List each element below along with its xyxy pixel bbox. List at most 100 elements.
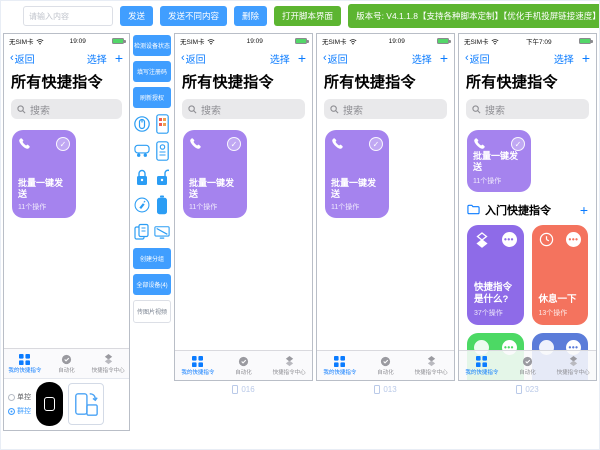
back-button[interactable]: ‹返回 [465, 52, 490, 66]
lock-icon[interactable] [134, 167, 150, 189]
select-button[interactable]: 选择 [269, 54, 290, 66]
carrier-label: 无SIM卡 [464, 39, 489, 46]
navbar: ‹返回 选择 + [175, 47, 312, 68]
page-title: 所有快捷指令 [324, 74, 416, 91]
phone-screen-4: 无SIM卡 下午7:09 ‹返回 选择 + 所有快捷指令 搜索 [458, 33, 597, 381]
mouse-icon[interactable] [134, 113, 150, 135]
statusbar: 无SIM卡 19:09 [175, 34, 312, 47]
gallery-icon [104, 353, 112, 364]
tab-automation[interactable]: 自动化 [46, 349, 88, 378]
app-screen-icon[interactable] [154, 113, 170, 135]
statusbar: 无SIM卡 19:09 [4, 34, 129, 47]
phone-screen-master: 无SIM卡 19:09 ‹返回 选择 + 所有快捷指令 搜索 [3, 33, 130, 431]
starter-card-what-is[interactable]: ••• 快捷指令是什么? 37个操作 [467, 224, 524, 325]
more-options-icon[interactable]: ••• [501, 231, 517, 247]
tab-automation[interactable]: 自动化 [221, 351, 267, 380]
single-control-radio[interactable]: 单控 [8, 392, 31, 402]
back-button[interactable]: ‹返回 [181, 52, 206, 66]
clean-icon[interactable] [134, 194, 150, 216]
search-input[interactable]: 搜索 [11, 99, 122, 119]
select-button[interactable]: 选择 [86, 54, 107, 66]
more-options-icon[interactable]: ••• [566, 231, 581, 247]
phone-screen-2: 无SIM卡 19:09 ‹返回 选择 + 所有快捷指令 搜索 [174, 33, 313, 381]
battery-icon[interactable] [154, 194, 170, 216]
all-devices-button[interactable]: 全部设备(4) [133, 274, 171, 295]
tab-gallery[interactable]: 快捷指令中心 [266, 351, 312, 380]
automation-icon [522, 356, 533, 366]
group-control-radio[interactable]: 群控 [8, 406, 31, 416]
add-shortcut-button[interactable]: + [581, 50, 590, 66]
back-button[interactable]: ‹返回 [10, 52, 35, 66]
check-circle-icon: ✓ [56, 137, 70, 151]
automation-icon [238, 356, 249, 366]
rotate-screen-button[interactable] [68, 383, 104, 425]
delete-button[interactable]: 删除 [234, 5, 268, 27]
check-device-status-button[interactable]: 检测设备状态 [133, 35, 171, 56]
device-id-label: 013 [374, 385, 397, 394]
select-button[interactable]: 选择 [411, 54, 432, 66]
shortcuts-logo-icon [476, 231, 488, 248]
open-script-button[interactable]: 打开脚本界面 [274, 5, 342, 27]
shortcut-card[interactable]: ✓ 批量一键发送 11个操作 [183, 130, 247, 218]
add-shortcut-button[interactable]: + [297, 50, 306, 66]
tab-my-shortcuts[interactable]: 我的快捷指令 [175, 351, 221, 380]
home-button[interactable] [36, 382, 63, 426]
navbar: ‹返回 选择 + [459, 47, 596, 68]
automation-icon [380, 356, 391, 366]
radio-selected-icon [8, 407, 15, 415]
send-button[interactable]: 发送 [120, 5, 154, 27]
wifi-icon [207, 38, 215, 44]
search-input[interactable]: 搜索 [324, 99, 447, 119]
shortcut-card[interactable]: ✓ 批量一键发送 11个操作 [467, 130, 531, 192]
fill-register-code-button[interactable]: 填写注册码 [133, 61, 171, 82]
back-button[interactable]: ‹返回 [323, 52, 348, 66]
add-starter-button[interactable]: + [579, 201, 588, 218]
tab-my-shortcuts[interactable]: 我的快捷指令 [317, 351, 363, 380]
phone-3-wrapper: 无SIM卡 19:09 ‹返回 选择 + 所有快捷指令 搜索 [316, 33, 455, 394]
content-input[interactable] [23, 6, 113, 26]
grid-icon [476, 355, 488, 367]
add-shortcut-button[interactable]: + [114, 50, 123, 66]
create-group-button[interactable]: 创建分组 [133, 248, 171, 269]
version-badge: 版本号: V4.1.1.8【支持各种脚本定制】【优化手机投屏链接速度】 [348, 4, 599, 28]
grid-icon [19, 353, 31, 365]
tab-automation[interactable]: 自动化 [505, 351, 551, 380]
home-square-icon [44, 397, 55, 411]
shortcut-card-title: 批量一键发送 [473, 151, 519, 173]
unlock-icon[interactable] [154, 167, 170, 189]
shortcut-card[interactable]: ✓ 批量一键发送 11个操作 [12, 130, 76, 218]
tab-gallery[interactable]: 快捷指令中心 [87, 349, 129, 378]
copy-icon[interactable] [134, 221, 150, 243]
top-toolbar: 发送 发送不同内容 删除 打开脚本界面 版本号: V4.1.1.8【支持各种脚本… [1, 1, 599, 31]
refresh-auth-button[interactable]: 刷新授权 [133, 87, 171, 108]
send-media-button[interactable]: 传图片视频 [133, 300, 171, 323]
phone-remote-icon[interactable] [154, 140, 170, 162]
search-input[interactable]: 搜索 [466, 99, 589, 119]
search-input[interactable]: 搜索 [182, 99, 305, 119]
tab-my-shortcuts[interactable]: 我的快捷指令 [459, 351, 505, 380]
send-different-button[interactable]: 发送不同内容 [160, 5, 228, 27]
tab-my-shortcuts[interactable]: 我的快捷指令 [4, 349, 46, 378]
phone-call-icon [474, 138, 485, 149]
clock-label: 19:09 [388, 37, 405, 45]
starter-card-title: 休息一下 [538, 293, 577, 305]
tab-gallery[interactable]: 快捷指令中心 [550, 351, 596, 380]
headset-icon[interactable] [134, 140, 150, 162]
screen-off-icon[interactable] [154, 221, 170, 243]
tabbar: 我的快捷指令 自动化 快捷指令中心 [175, 350, 312, 380]
add-shortcut-button[interactable]: + [439, 50, 448, 66]
tab-automation[interactable]: 自动化 [363, 351, 409, 380]
tabbar: 我的快捷指令 自动化 快捷指令中心 [317, 350, 454, 380]
shortcut-card[interactable]: ✓ 批量一键发送 11个操作 [325, 130, 389, 218]
device-control-sidebar: 检测设备状态 填写注册码 刷新授权 创建分组 [133, 33, 171, 323]
starter-card-take-break[interactable]: ••• 休息一下 13个操作 [531, 224, 588, 325]
page-title: 所有快捷指令 [11, 74, 103, 91]
tab-gallery[interactable]: 快捷指令中心 [408, 351, 454, 380]
statusbar: 无SIM卡 19:09 [317, 34, 454, 47]
phone-2-wrapper: 无SIM卡 19:09 ‹返回 选择 + 所有快捷指令 搜索 [174, 33, 313, 394]
shortcut-card-title: 批量一键发送 [331, 177, 377, 199]
navbar: ‹返回 选择 + [317, 47, 454, 68]
search-icon [472, 104, 481, 113]
device-id-label: 016 [232, 385, 255, 394]
select-button[interactable]: 选择 [553, 54, 574, 66]
